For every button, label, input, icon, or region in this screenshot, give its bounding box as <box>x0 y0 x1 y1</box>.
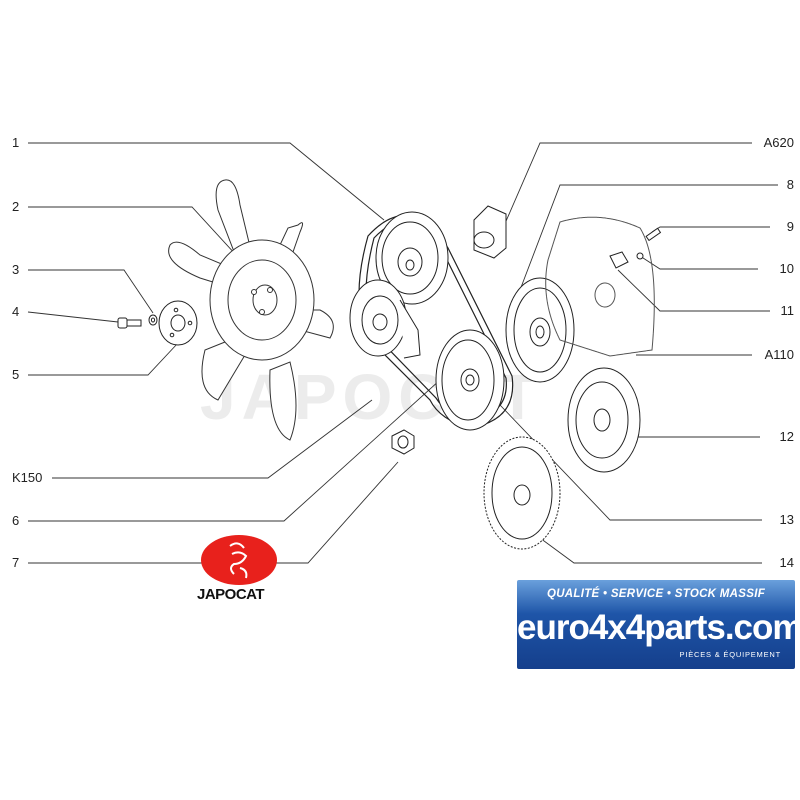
shop-banner: QUALITÉ • SERVICE • STOCK MASSIF euro4x4… <box>517 580 800 669</box>
spacer-disc <box>158 300 198 346</box>
callout-4: 4 <box>12 304 20 319</box>
callout-2: 2 <box>12 199 20 214</box>
callout-5: 5 <box>12 367 20 382</box>
callout-13: 13 <box>779 512 794 527</box>
callout-9: 9 <box>786 219 794 234</box>
leader-lines <box>27 142 778 564</box>
small-parts <box>609 227 662 269</box>
fan <box>168 179 334 441</box>
callout-a620: A620 <box>763 135 794 150</box>
callout-14: 14 <box>779 555 794 570</box>
balancer <box>505 277 575 383</box>
callout-3: 3 <box>12 262 20 277</box>
callout-1: 1 <box>12 135 20 150</box>
nut <box>391 429 415 455</box>
banner-subtitle: PIÈCES & ÉQUIPEMENT <box>679 650 781 659</box>
pump-pulley <box>375 211 449 305</box>
cat-emblem-icon <box>201 535 277 585</box>
banner-brand: euro4x4parts.com <box>517 608 800 647</box>
japocat-wordmark: JAPOCAT <box>197 586 265 603</box>
ring-gear-14 <box>483 436 561 550</box>
callout-11: 11 <box>780 303 795 318</box>
japocat-logo <box>194 534 284 606</box>
callout-8: 8 <box>786 177 794 192</box>
callout-6: 6 <box>12 513 20 528</box>
idler-pulley <box>349 279 421 359</box>
callout-a110: A110 <box>764 347 794 362</box>
ring-gear-12 <box>567 367 641 473</box>
banner-tagline: QUALITÉ • SERVICE • STOCK MASSIF <box>546 588 766 600</box>
timing-cover <box>545 216 655 357</box>
callout-k150: K150 <box>12 470 43 485</box>
bolt-and-washer <box>117 314 158 329</box>
bracket <box>473 205 507 259</box>
callout-10: 10 <box>779 261 794 276</box>
crank-pulley <box>435 329 505 431</box>
callout-12: 12 <box>779 429 794 444</box>
callout-7: 7 <box>12 555 20 570</box>
